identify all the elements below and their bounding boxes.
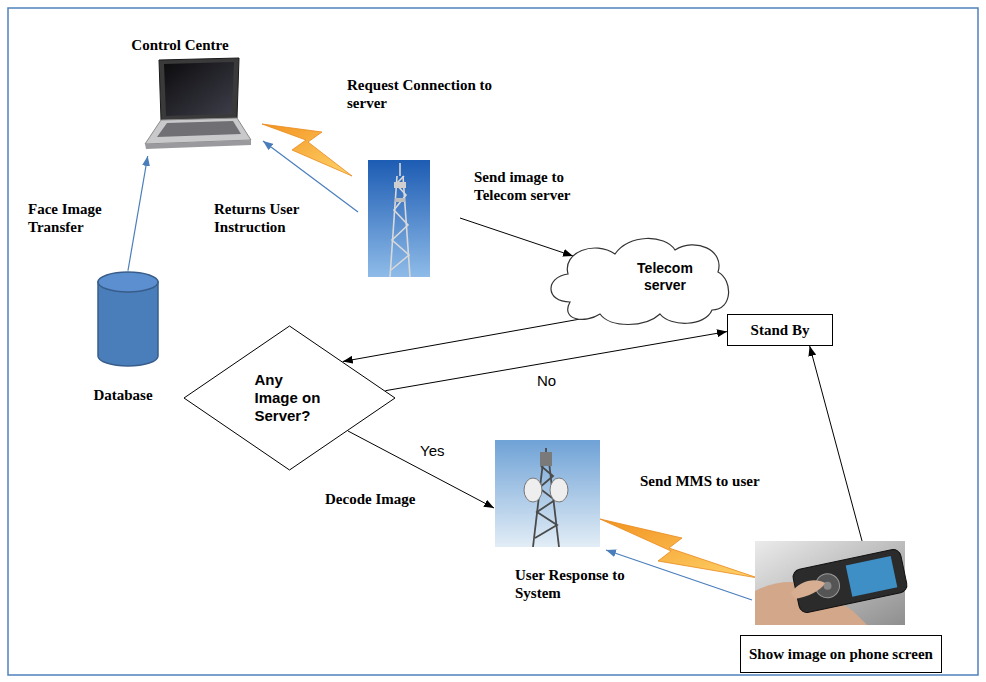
annotation-label: Send MMS to user xyxy=(640,472,810,490)
node-label: Stand By xyxy=(751,321,810,339)
annotation-label: User Response to System xyxy=(515,566,627,602)
edge-label: Face Image Transfer xyxy=(28,200,120,236)
annotation-label: Request Connection to server xyxy=(347,76,497,112)
flow-arrow xyxy=(460,218,573,256)
blue-arrow xyxy=(606,550,752,600)
annotation-label: Yes xyxy=(420,442,460,460)
node-label: Show image on phone screen xyxy=(740,635,942,673)
frame-border xyxy=(8,8,978,675)
node-label: Control Centre xyxy=(131,36,228,54)
standby-box: Stand By xyxy=(727,314,833,346)
annotation-label: Returns User Instruction xyxy=(214,200,314,236)
phone-screen-box: Show image on phone screen xyxy=(740,541,966,673)
cloud-outline xyxy=(540,232,735,327)
tower-photo xyxy=(368,160,430,277)
control-centre-laptop: Control Centre xyxy=(95,36,265,156)
flow-connector xyxy=(128,156,148,271)
flow-connector xyxy=(385,332,727,391)
edge-label: No xyxy=(537,372,577,390)
node-label: Any Image on Server? xyxy=(255,371,325,425)
telecom-server-cloud: Telecom server xyxy=(540,232,735,327)
node-label: Database xyxy=(93,386,152,404)
decision-diamond: Any Image on Server? xyxy=(183,325,396,471)
node-label: Telecom server xyxy=(625,260,705,294)
database-cylinder: Database xyxy=(68,268,178,406)
antenna-tower-photo xyxy=(495,440,600,547)
flow-connector xyxy=(810,346,862,541)
annotation-label: Decode Image xyxy=(325,490,445,508)
laptop-picture xyxy=(143,58,253,153)
phone-picture xyxy=(755,541,905,625)
flow-connector xyxy=(343,318,589,362)
database-cylinder-shape xyxy=(96,270,160,370)
annotation-label: Send image to Telecom server xyxy=(474,168,599,204)
